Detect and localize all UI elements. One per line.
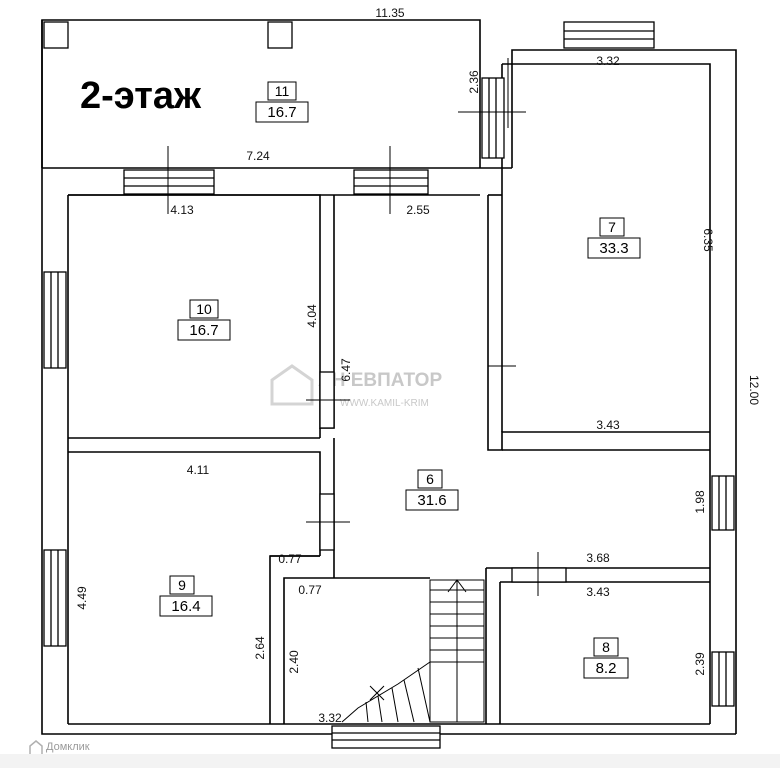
room-number: 10 (196, 301, 212, 317)
dim-room9-height: 4.49 (75, 586, 89, 610)
room-10-label: 10 16.7 (177, 299, 231, 341)
window-bottom (331, 725, 441, 749)
watermark-title: АН ЕВПАТОР (318, 370, 442, 391)
dim-hall-width: 2.55 (406, 203, 430, 217)
dimension-labels: 11.35 7.24 3.32 4.13 2.55 3.43 4.11 0.77… (75, 6, 761, 725)
dim-stair-top: 0.77 (298, 583, 322, 597)
dim-hall: 6.47 (339, 358, 353, 382)
dim-hall-right: 1.98 (693, 490, 707, 514)
walls (41, 19, 737, 735)
room-11-label: 11 16.7 (255, 81, 309, 123)
staircase (341, 579, 485, 723)
room-6-label: 6 31.6 (405, 469, 459, 511)
floor-label: 2-этаж (80, 75, 202, 117)
dim-room7-top: 3.32 (596, 54, 620, 68)
dim-room8-top: 3.68 (586, 551, 610, 565)
window-room9-left (43, 549, 67, 647)
dim-room10-width: 4.13 (170, 203, 194, 217)
windows (43, 21, 735, 749)
dim-recess-side: 2.64 (253, 636, 267, 660)
room-number: 6 (426, 471, 434, 487)
room-number: 11 (275, 83, 290, 99)
window-hall-top (353, 169, 429, 195)
dim-stair-left: 2.40 (287, 650, 301, 674)
room-7-label: 7 33.3 (587, 217, 641, 259)
room-9-label: 9 16.4 (159, 575, 213, 617)
room-8-label: 8 8.2 (583, 637, 629, 679)
watermark: АН ЕВПАТОР WWW.KAMIL-KRIM (270, 364, 442, 409)
outer-wall-right (511, 49, 737, 734)
room-area: 33.3 (599, 240, 628, 257)
footer-text: Домклик (46, 741, 90, 753)
dim-right-total: 12.00 (747, 375, 761, 405)
dim-stair-bottom: 3.32 (318, 711, 342, 725)
room-area: 16.4 (171, 598, 200, 615)
dim-recess-top: 0.77 (278, 552, 302, 566)
dim-room10-height: 4.04 (305, 304, 319, 328)
room-area: 8.2 (596, 660, 617, 677)
terrace-pillars (43, 21, 293, 49)
footer-logo: Домклик (29, 740, 90, 754)
room-area: 31.6 (417, 492, 446, 509)
window-room7-left (481, 77, 505, 159)
window-room10-left (43, 271, 67, 369)
watermark-site: WWW.KAMIL-KRIM (340, 398, 429, 409)
marker-ticks (167, 58, 539, 596)
dim-room8-height: 2.39 (693, 652, 707, 676)
room-number: 9 (178, 577, 186, 593)
dim-room7-bottom: 3.43 (596, 418, 620, 432)
dim-terrace-depth: 2.36 (467, 70, 481, 94)
window-room8-right (711, 651, 735, 707)
window-hall-right (711, 475, 735, 531)
dim-room7-height: 6.35 (701, 228, 715, 252)
dim-terrace-width: 7.24 (246, 149, 270, 163)
room-number: 7 (608, 219, 616, 235)
footer-strip (0, 754, 780, 768)
window-top-right (563, 21, 655, 49)
outer-wall-left-bottom (41, 168, 736, 735)
room-number: 8 (602, 639, 610, 655)
room-area: 16.7 (189, 322, 218, 339)
dim-room9-width: 4.11 (187, 463, 210, 477)
dim-room8-inner: 3.43 (586, 585, 610, 599)
door-room8 (511, 567, 567, 583)
dim-top-total: 11.35 (375, 6, 404, 20)
house-icon (29, 740, 43, 754)
window-room10-top (123, 169, 215, 195)
room-area: 16.7 (267, 104, 296, 121)
